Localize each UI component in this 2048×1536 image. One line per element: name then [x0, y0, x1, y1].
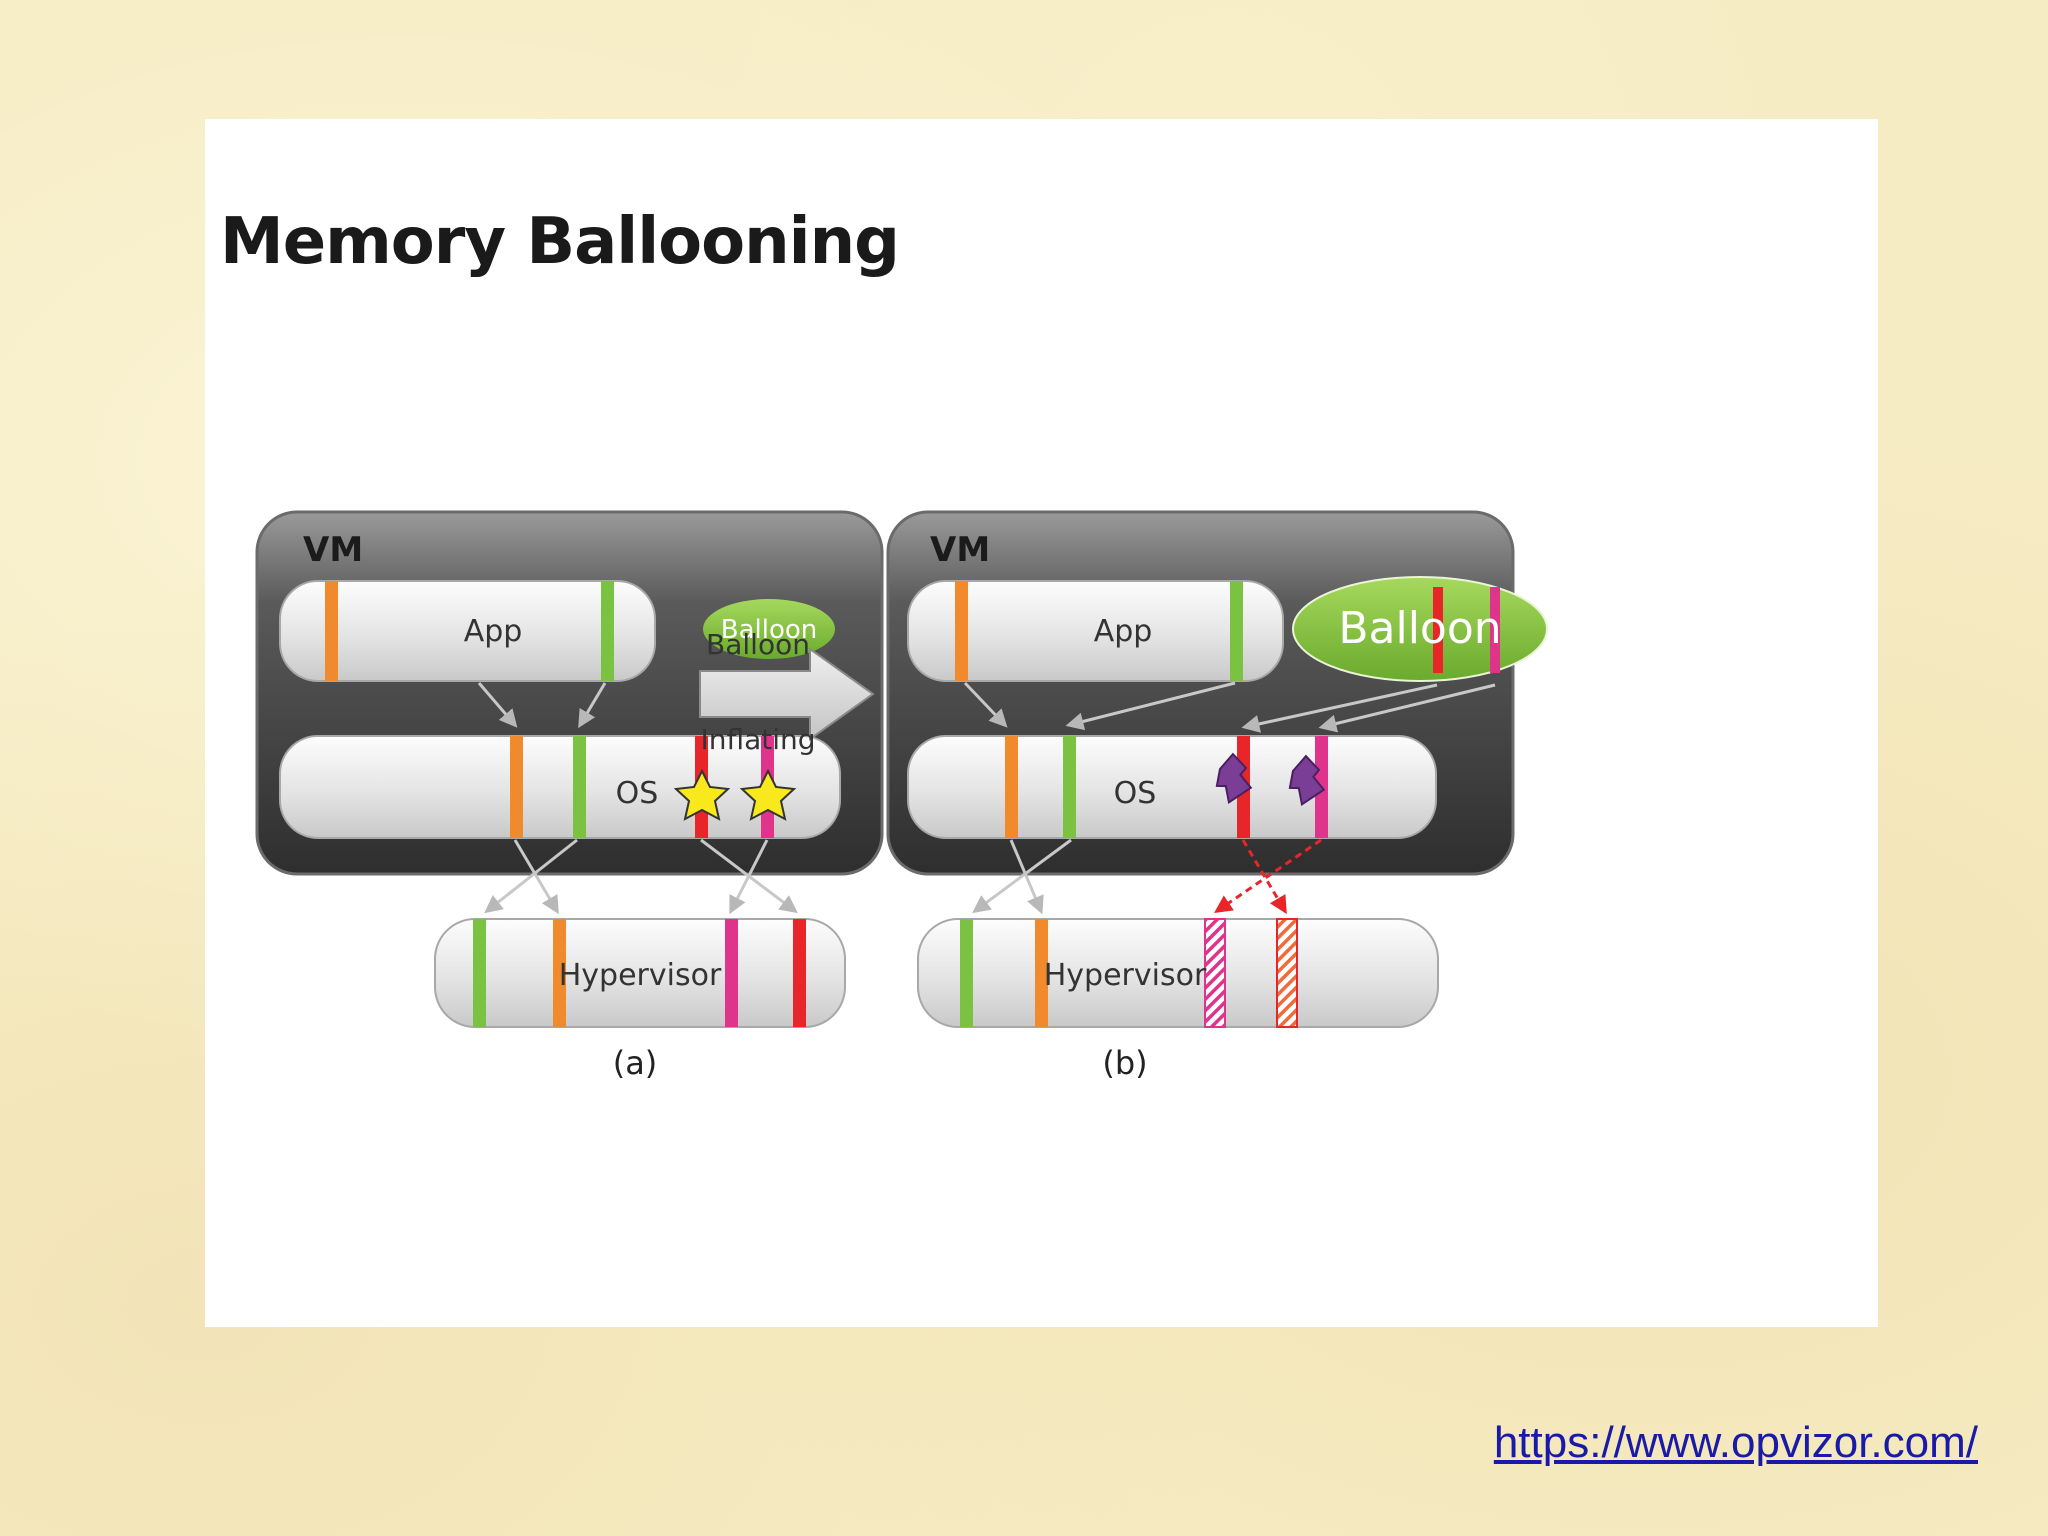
os-block-b [907, 735, 1437, 839]
vm-label-b: VM [930, 530, 990, 570]
panel-b: VM App Balloon OS Hy [886, 510, 1548, 1082]
arrow-os-to-hypervisor [729, 839, 769, 915]
memory-ballooning-diagram: VM App Balloon OS Hypervisor (a) [255, 510, 1548, 1082]
page-orange-hyp-b [1035, 919, 1048, 1027]
transition-bottom-label: Inflating [700, 723, 815, 756]
balloon-label-b: Balloon [1338, 603, 1501, 654]
hypervisor-label-a: Hypervisor [559, 958, 722, 993]
page-freed-hatched-pink [1204, 918, 1226, 1028]
page-orange-os-a [510, 736, 523, 838]
slide-title: Memory Ballooning [220, 205, 900, 279]
page-freed-hatched-orange [1276, 918, 1298, 1028]
balloon-b [1292, 576, 1548, 682]
star-icon [673, 768, 731, 821]
pin-icon [1215, 752, 1253, 805]
pin-icon [1288, 754, 1326, 807]
app-block-b [907, 580, 1284, 682]
app-label-b: App [1094, 614, 1153, 649]
page-green-os-b [1063, 736, 1076, 838]
page-orange-hyp-a [553, 919, 566, 1027]
page-green-hyp-b [960, 919, 973, 1027]
balloon-inflating-transition: Balloon Inflating [699, 628, 875, 756]
arrow-balloon-to-os [1241, 683, 1438, 733]
arrow-balloon-to-os [1318, 683, 1496, 733]
page-green-os-a [573, 736, 586, 838]
page-red-balloon-b [1433, 587, 1443, 673]
app-block-a [279, 580, 656, 682]
arrow-app-to-os [578, 682, 607, 729]
page-orange-app-b [955, 581, 968, 681]
arrow-os-to-hypervisor [972, 838, 1072, 914]
panel-a: VM App Balloon OS Hypervisor (a) [255, 510, 884, 1082]
os-label-b: OS [1114, 776, 1157, 811]
transition-top-label: Balloon [706, 628, 810, 661]
arrow-os-to-hypervisor [513, 839, 559, 915]
balloon-label-a: Balloon [721, 615, 818, 645]
page-green-hyp-a [473, 919, 486, 1027]
balloon-a [703, 599, 835, 659]
page-pink-balloon-b [1490, 587, 1500, 673]
caption-a: (a) [613, 1044, 658, 1082]
arrow-app-to-os [477, 682, 518, 728]
page-green-app-b [1230, 581, 1243, 681]
arrow-freed-page [1241, 839, 1287, 915]
right-arrow-icon [699, 647, 875, 741]
arrow-os-to-hypervisor [484, 838, 578, 914]
os-label-a: OS [616, 776, 659, 811]
star-icon [739, 768, 797, 821]
app-label-a: App [464, 614, 523, 649]
hypervisor-label-b: Hypervisor [1044, 958, 1207, 993]
arrow-freed-page [1214, 838, 1322, 914]
page-pink-hyp-a [725, 919, 738, 1027]
page-green-app-a [601, 581, 614, 681]
vm-label-a: VM [303, 530, 363, 570]
source-link[interactable]: https://www.opvizor.com/ [1493, 1418, 1978, 1467]
arrow-app-to-os [963, 681, 1008, 728]
page-orange-os-b [1005, 736, 1018, 838]
arrow-os-to-hypervisor [1009, 839, 1044, 915]
page-red-hyp-a [793, 919, 806, 1027]
page-orange-app-a [325, 581, 338, 681]
caption-b: (b) [1102, 1044, 1147, 1082]
arrow-app-to-os [1065, 681, 1236, 731]
hypervisor-block-a [434, 918, 846, 1028]
